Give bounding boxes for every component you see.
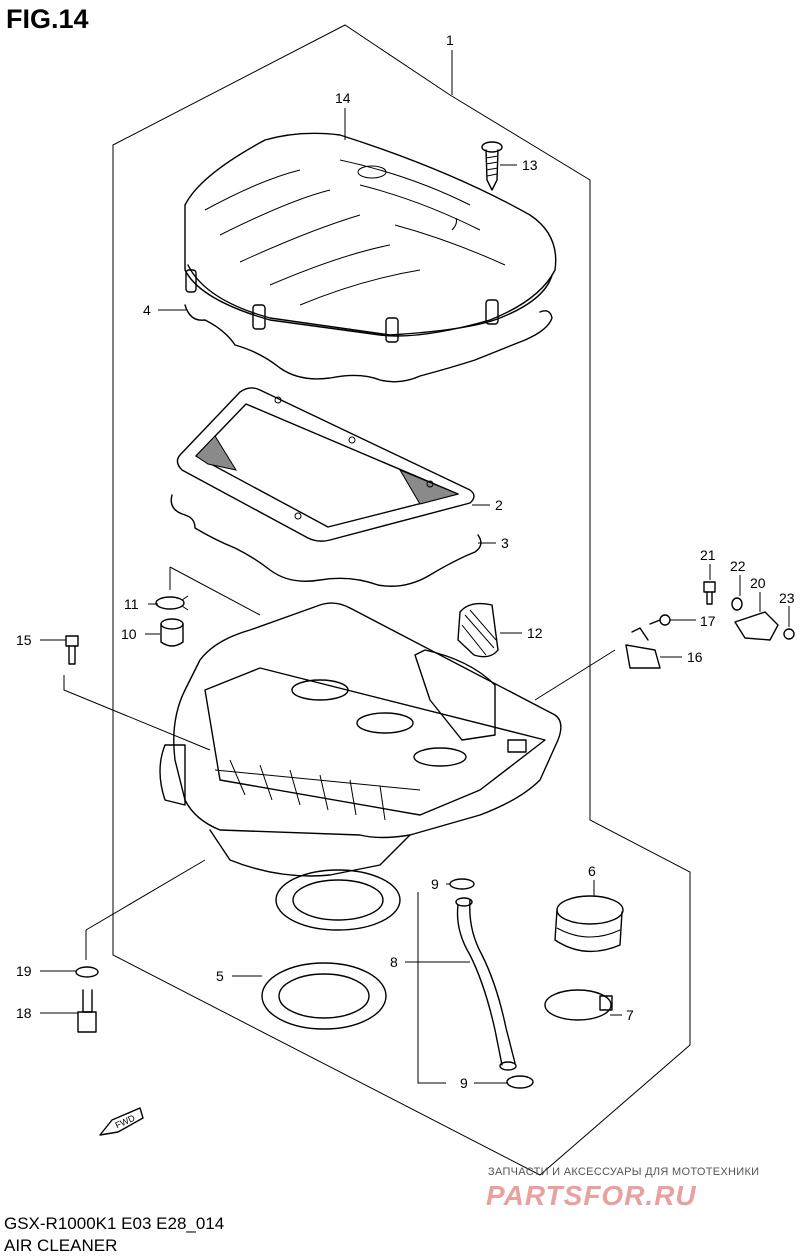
callout-labels: 1 14 13 4 2 3 21 22 20 23 11 17 10 12 15… (16, 32, 795, 1091)
nut-23[interactable] (783, 628, 795, 640)
callout-20: 20 (750, 575, 766, 591)
watermark-logo: PARTSFOR.RU (486, 1180, 697, 1211)
filter-seal[interactable] (170, 494, 482, 587)
callout-2: 2 (495, 497, 503, 513)
cap-screw[interactable] (481, 141, 503, 191)
washer-22[interactable] (731, 597, 743, 611)
intake-funnel[interactable] (261, 869, 401, 1030)
callout-4: 4 (143, 302, 151, 318)
callout-15: 15 (16, 632, 32, 648)
callout-3: 3 (501, 535, 509, 551)
hose-clamp-9-bottom[interactable] (506, 1075, 534, 1089)
callout-9-top: 9 (431, 876, 439, 892)
boot-clamp[interactable] (544, 989, 613, 1021)
drain-plug-18[interactable] (77, 989, 97, 1033)
assembly-outline (112, 24, 691, 1176)
callout-13: 13 (522, 157, 538, 173)
callout-7: 7 (626, 1007, 634, 1023)
callout-22: 22 (730, 558, 746, 574)
cap-seal[interactable] (184, 304, 553, 383)
callout-14: 14 (335, 90, 351, 106)
leader-lines (40, 50, 790, 1084)
callout-10: 10 (121, 626, 137, 642)
callout-9-bottom: 9 (460, 1075, 468, 1091)
callout-23: 23 (779, 590, 795, 606)
model-code: GSX-R1000K1 E03 E28_014 (4, 1214, 225, 1233)
callout-12: 12 (527, 625, 543, 641)
drain-hose[interactable] (455, 897, 517, 1071)
washer-19[interactable] (75, 966, 99, 978)
callout-5: 5 (216, 968, 224, 984)
air-filter-element[interactable] (176, 387, 475, 542)
fwd-arrow: FWD (99, 1107, 144, 1136)
callout-19: 19 (16, 963, 32, 979)
sensor-bracket-20[interactable] (734, 611, 779, 641)
case-bolt[interactable] (65, 635, 79, 665)
hose-clamp-11[interactable] (155, 595, 189, 611)
hose-clamp-9-top[interactable] (449, 878, 475, 890)
iat-sensor[interactable] (625, 627, 661, 669)
callout-17: 17 (700, 613, 716, 629)
callout-18: 18 (16, 1005, 32, 1021)
intake-boot[interactable] (554, 895, 624, 953)
figure-title: FIG.14 (6, 4, 89, 34)
callout-8: 8 (390, 954, 398, 970)
callout-1: 1 (446, 32, 454, 48)
drain-cap-10[interactable] (160, 618, 184, 647)
air-cleaner-case[interactable] (159, 602, 562, 877)
callout-11: 11 (124, 596, 139, 612)
sensor-bolt-21[interactable] (703, 581, 716, 605)
watermark-tagline: ЗАПЧАСТИ И АКСЕССУАРЫ ДЛЯ МОТОТЕХНИКИ (488, 1166, 760, 1178)
callout-16: 16 (687, 649, 703, 665)
sensor-bolt-17[interactable] (649, 614, 671, 626)
section-name: AIR CLEANER (4, 1236, 118, 1255)
sponge-pad[interactable] (457, 602, 499, 658)
air-cleaner-cap[interactable] (184, 132, 557, 343)
callout-21: 21 (700, 547, 716, 563)
callout-6: 6 (588, 863, 596, 879)
